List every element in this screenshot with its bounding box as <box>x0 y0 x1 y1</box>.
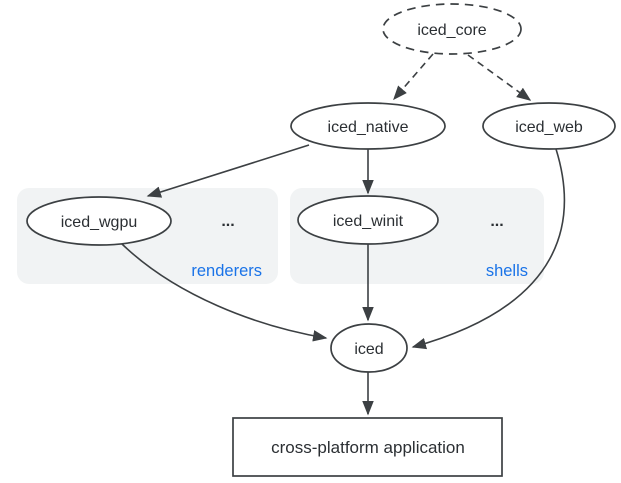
node-iced-native-label: iced_native <box>328 119 409 136</box>
edge-iced-web-to-iced <box>411 148 566 350</box>
node-iced-winit-shape <box>297 195 439 245</box>
node-iced-core-shape <box>382 3 522 55</box>
node-application-label: cross-platform application <box>271 438 465 457</box>
node-iced-native: iced_native <box>290 102 446 150</box>
edge-iced-native-to-iced-wgpu <box>146 144 310 198</box>
node-application-shape <box>232 417 503 477</box>
node-iced-label: iced <box>354 341 383 358</box>
group-renderers-label: renderers <box>191 262 262 280</box>
group-shells-label: shells <box>486 262 528 280</box>
node-application: cross-platform application <box>232 417 503 477</box>
node-iced: iced <box>330 323 408 373</box>
node-iced-web-label: iced_web <box>515 119 583 136</box>
node-iced-wgpu-shape <box>26 196 172 246</box>
node-iced-web: iced_web <box>482 102 616 150</box>
node-iced-core-label: iced_core <box>417 22 486 39</box>
node-iced-native-shape <box>290 102 446 150</box>
node-iced-wgpu: iced_wgpu <box>26 196 172 246</box>
node-iced-winit-label: iced_winit <box>333 213 404 230</box>
group-renderers-ellipsis: ... <box>221 213 234 230</box>
edge-iced-core-to-iced-native <box>393 53 434 101</box>
edge-iced-core-to-iced-web <box>467 54 532 101</box>
node-iced-wgpu-label: iced_wgpu <box>61 214 138 231</box>
node-iced-web-shape <box>482 102 616 150</box>
node-iced-winit: iced_winit <box>297 195 439 245</box>
node-iced-shape <box>330 323 408 373</box>
group-shells-ellipsis: ... <box>490 213 503 230</box>
node-iced-core: iced_core <box>382 3 522 55</box>
edge-iced-wgpu-to-iced <box>121 243 328 342</box>
